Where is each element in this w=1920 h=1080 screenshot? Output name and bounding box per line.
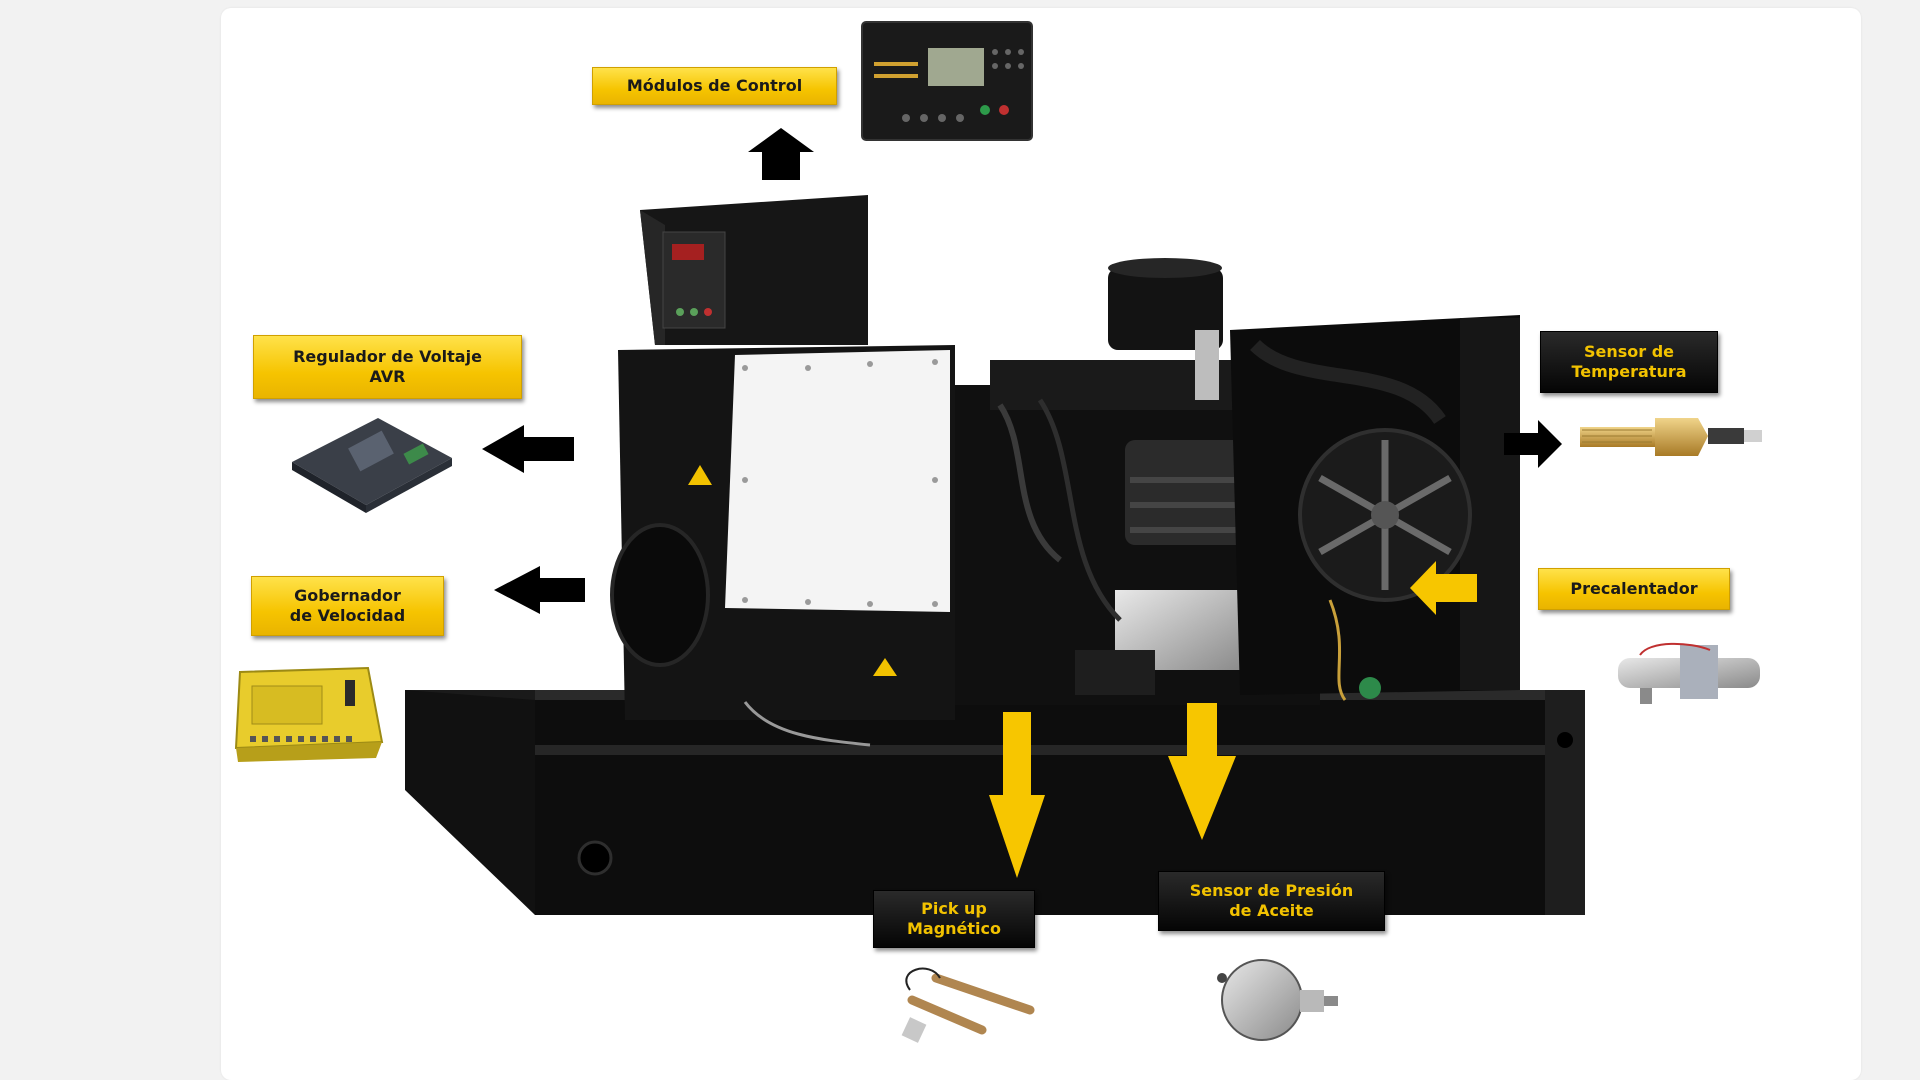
arrow-down-oil (1168, 703, 1236, 840)
yellow-arrows (989, 561, 1477, 878)
speed-governor-label: Gobernador de Velocidad (251, 576, 444, 636)
control-module-thumbnail (861, 21, 1033, 141)
alternator (610, 345, 955, 747)
magnetic-pickup-thumbnail (901, 967, 1035, 1043)
arrow-left-governor (494, 566, 585, 614)
magnetic-pickup-label: Pick up Magnético (873, 890, 1035, 948)
air-filter (1108, 258, 1223, 400)
radiator (1230, 315, 1520, 701)
preheater-label: Precalentador (1538, 568, 1730, 610)
control-box (640, 195, 868, 345)
temperature-sensor-thumbnail (1580, 418, 1762, 456)
temperature-sensor-label: Sensor de Temperatura (1540, 331, 1718, 393)
speed-governor-thumbnail (234, 666, 384, 762)
arrow-up-control (748, 128, 814, 180)
oil-pressure-sensor-label: Sensor de Presión de Aceite (1158, 871, 1385, 931)
preheater-thumbnail (1618, 642, 1760, 704)
arrow-down-pickup (989, 712, 1045, 878)
control-modules-label: Módulos de Control (592, 67, 837, 105)
black-arrows (482, 128, 1562, 614)
arrow-left-preheater (1410, 561, 1477, 615)
base-frame (405, 690, 1585, 915)
arrow-right-temperature (1504, 420, 1562, 468)
oil-pressure-sensor-thumbnail (1217, 959, 1338, 1041)
arrow-left-avr (482, 425, 574, 473)
voltage-regulator-label: Regulador de Voltaje AVR (253, 335, 522, 399)
avr-board-thumbnail (292, 418, 452, 513)
